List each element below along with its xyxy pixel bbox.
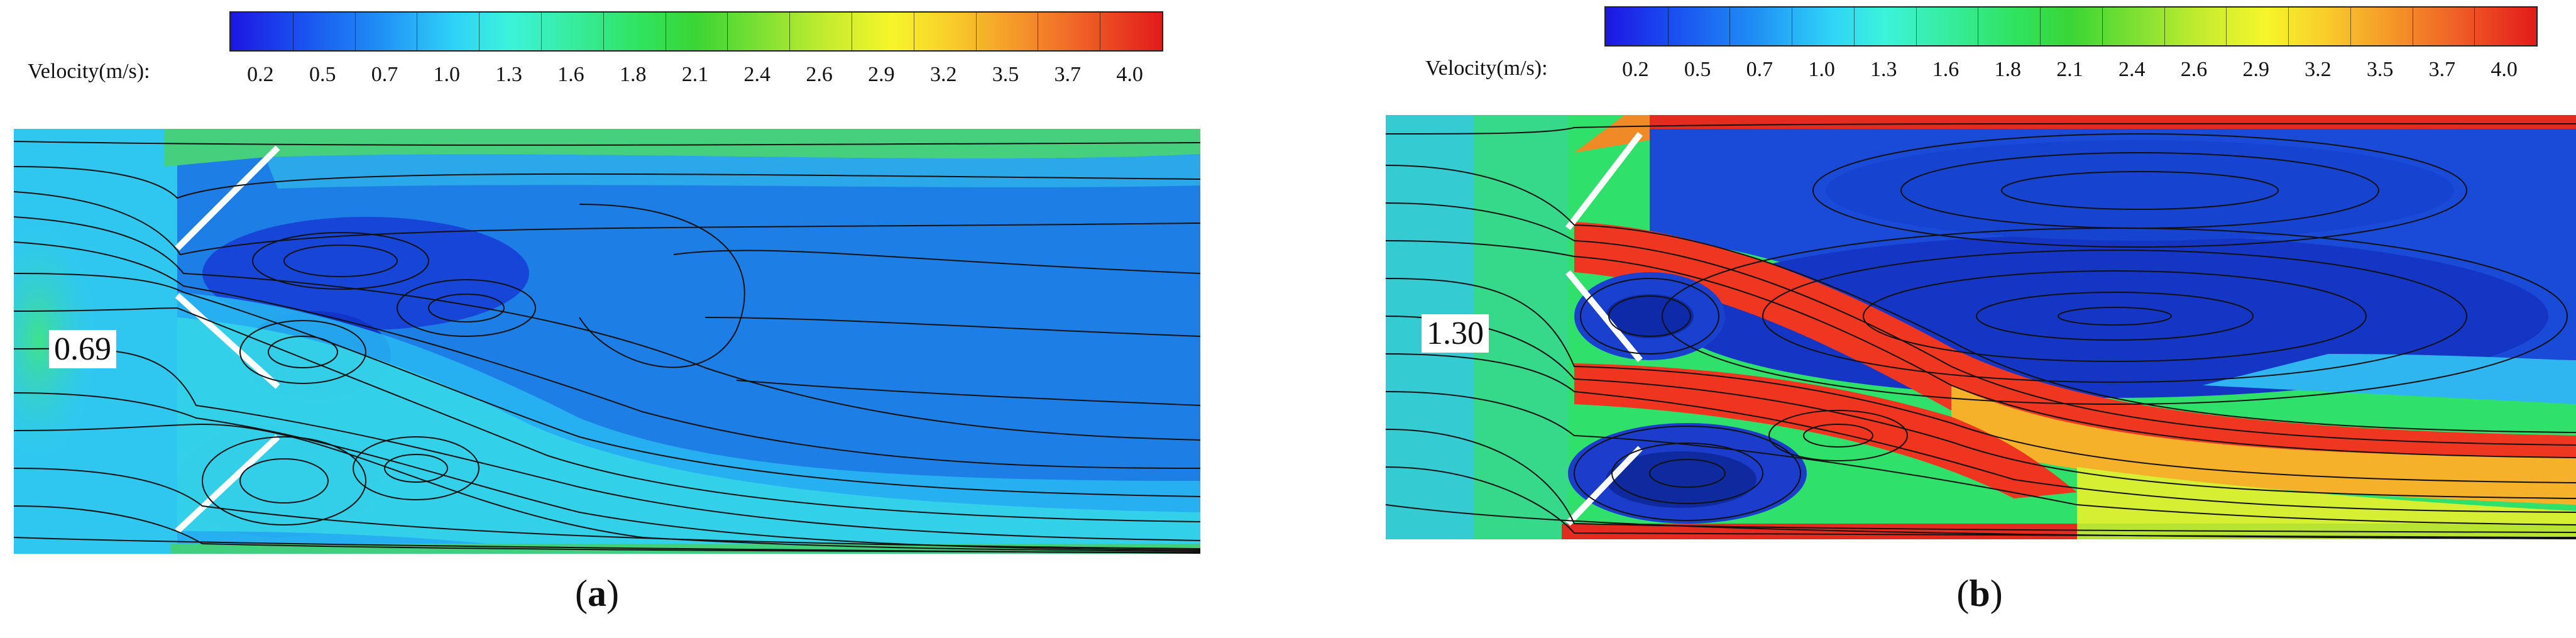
- colorbar-tick-label: 1.0: [433, 63, 461, 86]
- velocity-field-a: [14, 129, 1200, 554]
- colorbar-tick-label: 2.1: [2056, 58, 2083, 81]
- colorbar-tick-line: [1853, 8, 1855, 45]
- colorbar-tick-line: [2040, 8, 2041, 45]
- colorbar-title: Velocity(m/s):: [28, 60, 150, 83]
- colorbar-tick-label: 0.5: [1684, 58, 1711, 81]
- colorbar-tick-label: 2.6: [2180, 58, 2208, 81]
- flow-contour-a: [14, 129, 1200, 554]
- colorbar-tick-line: [354, 13, 356, 50]
- panel-b: Velocity(m/s): 0.2 0.5 0.7 1.0 1.3 1.6 1.8 2.1 2…: [1288, 0, 2576, 638]
- ratio-label-b: 1.30: [1422, 314, 1489, 353]
- colorbar-title: Velocity(m/s):: [1425, 57, 1548, 80]
- colorbar-tick-label: 2.4: [2118, 58, 2146, 81]
- velocity-colorbar: [1604, 6, 2538, 47]
- colorbar-tick-label: 1.6: [1932, 58, 1959, 81]
- colorbar-tick-line: [975, 13, 977, 50]
- colorbar-tick-label: 1.6: [557, 63, 584, 86]
- panel-a: Velocity(m/s): 0.2 0.5 0.7 1.0 1.3 1.6 1.8 2.1 2…: [14, 11, 1200, 614]
- flow-contour-b: [1386, 115, 2576, 539]
- colorbar-tick-line: [2226, 8, 2227, 45]
- colorbar-tick-label: 3.5: [2366, 58, 2394, 81]
- colorbar-tick-line: [2102, 8, 2103, 45]
- colorbar-tick-line: [603, 13, 604, 50]
- colorbar-tick-label: 3.7: [2428, 58, 2456, 81]
- colorbar-tick-label: 1.3: [1870, 58, 1897, 81]
- velocity-colorbar: [229, 11, 1163, 52]
- panel-caption-b: (b): [1956, 573, 2003, 614]
- colorbar-tick-label: 0.5: [309, 63, 336, 86]
- colorbar-tick-line: [789, 13, 791, 50]
- colorbar-tick-label: 2.9: [868, 63, 895, 86]
- colorbar-tick-line: [1667, 8, 1669, 45]
- colorbar-tick-label: 0.7: [1746, 58, 1773, 81]
- colorbar-tick-label: 1.3: [495, 63, 522, 86]
- colorbar-tick-line: [2474, 8, 2475, 45]
- colorbar-tick-label: 4.0: [2491, 58, 2518, 81]
- colorbar-tick-line: [541, 13, 542, 50]
- colorbar-tick-label: 1.8: [1994, 58, 2022, 81]
- colorbar-tick-line: [1729, 8, 1731, 45]
- colorbar-tick-label: 2.4: [743, 63, 771, 86]
- colorbar-tick-line: [2164, 8, 2165, 45]
- colorbar-tick-label: 3.5: [992, 63, 1019, 86]
- colorbar-tick-line: [2350, 8, 2351, 45]
- colorbar-tick-label: 1.8: [619, 63, 647, 86]
- colorbar-tick-label: 1.0: [1808, 58, 1835, 81]
- panel-caption-a: (a): [575, 573, 619, 614]
- colorbar-tick-line: [1916, 8, 1917, 45]
- colorbar-tick-label: 2.1: [681, 63, 709, 86]
- ratio-label-a: 0.69: [49, 330, 116, 369]
- colorbar-tick-label: 2.6: [806, 63, 833, 86]
- colorbar-tick-label: 0.7: [371, 63, 398, 86]
- colorbar-tick-label: 3.2: [929, 63, 957, 86]
- colorbar-tick-label: 0.2: [1622, 58, 1649, 81]
- colorbar-tick-line: [479, 13, 480, 50]
- velocity-field-b: [1386, 115, 2576, 539]
- colorbar-tick-label: 3.2: [2305, 58, 2332, 81]
- colorbar-tick-label: 4.0: [1116, 63, 1143, 86]
- colorbar-tick-line: [2288, 8, 2289, 45]
- colorbar-tick-label: 3.7: [1054, 63, 1082, 86]
- colorbar-tick-line: [727, 13, 728, 50]
- colorbar-tick-label: 2.9: [2242, 58, 2269, 81]
- colorbar-tick-label: 0.2: [247, 63, 274, 86]
